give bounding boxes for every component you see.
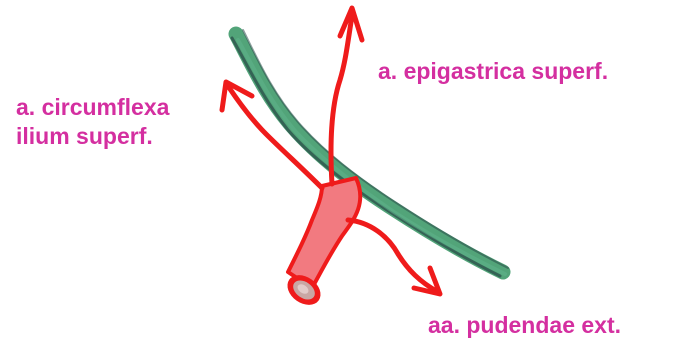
label-epigastrica-superficialis: a. epigastrica superf. [378,57,608,86]
label-epigastrica-text: a. epigastrica superf. [378,58,608,84]
main-artery [282,178,360,311]
label-pudendae-externae: aa. pudendae ext. [428,311,621,340]
label-pudendae-text: aa. pudendae ext. [428,312,621,338]
label-circumflexa-line1: a. circumflexa [16,93,169,122]
label-circumflexa-line2: ilium superf. [16,122,169,151]
label-circumflexa-ilium: a. circumflexa ilium superf. [16,93,169,151]
